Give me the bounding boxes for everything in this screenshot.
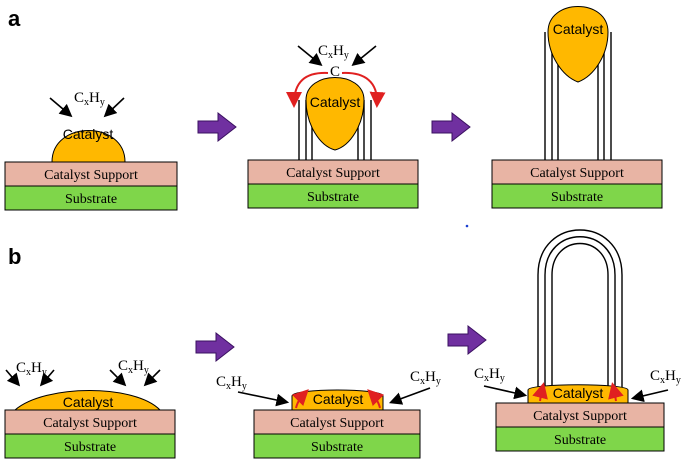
support-layer: [4, 161, 178, 187]
hydrocarbon-label-left: CxHy: [474, 366, 505, 384]
growth-arrow-left: [532, 382, 548, 402]
catalyst-film: [527, 384, 629, 404]
catalyst-particle: [305, 77, 365, 151]
support-label: Catalyst Support: [290, 416, 384, 431]
hydrocarbon-label-right: CxHy: [650, 368, 681, 386]
substrate-label: Substrate: [551, 190, 603, 205]
support-layer: [491, 159, 663, 185]
growth-arrow-left: [291, 389, 309, 409]
hydrocarbon-label-right: CxHy: [410, 369, 441, 387]
substrate-label: Substrate: [311, 440, 363, 455]
feed-arrow-right: [630, 389, 669, 403]
hydrocarbon-label-left: CxHy: [16, 360, 47, 378]
process-arrow-icon: [197, 111, 237, 143]
catalyst-film: [13, 390, 162, 411]
panel-letter-a: a: [8, 6, 21, 31]
substrate-layer: [495, 426, 665, 452]
process-arrow-icon: [447, 324, 487, 356]
panel-letter-b: b: [8, 244, 21, 269]
support-label: Catalyst Support: [530, 166, 624, 181]
substrate-layer: [491, 183, 663, 209]
feed-arrow-left-b: [39, 369, 55, 387]
nanotube-walls: [537, 229, 623, 388]
stage-a3: Catalyst Catalyst Support Substrate: [491, 6, 663, 209]
catalyst-label: Catalyst: [553, 385, 604, 401]
process-arrow-icon: [431, 111, 471, 143]
substrate-layer: [253, 433, 421, 459]
growth-arrow-right: [367, 389, 385, 409]
substrate-label: Substrate: [64, 440, 116, 455]
catalyst-label: Catalyst: [63, 394, 114, 410]
stage-b2: Catalyst CxHy CxHy Catalyst Support Subs…: [216, 369, 441, 459]
substrate-layer: [247, 183, 419, 209]
support-label: Catalyst Support: [533, 409, 627, 424]
substrate-label: Substrate: [554, 433, 606, 448]
feed-arrow-left: [237, 391, 290, 407]
support-label: Catalyst Support: [43, 416, 137, 431]
hydrocarbon-label-left: CxHy: [216, 374, 247, 392]
carbon-label: C: [330, 64, 340, 80]
stage-a1: Catalyst Catalyst Support Substrate CxHy: [4, 90, 178, 211]
feed-arrow-left-a: [5, 369, 21, 387]
support-label: Catalyst Support: [44, 168, 138, 183]
support-layer: [247, 159, 419, 185]
catalyst-particle: [547, 6, 609, 83]
feed-arrow-right-b: [143, 369, 161, 387]
catalyst-particle: [51, 130, 126, 163]
stray-dot: [465, 224, 469, 228]
support-layer: [495, 402, 665, 428]
stage-b3: Catalyst CxHy CxHy Catalyst Support Subs…: [474, 229, 681, 452]
catalyst-label: Catalyst: [310, 94, 361, 110]
substrate-layer: [4, 433, 176, 459]
hydrocarbon-label-right: CxHy: [118, 358, 149, 376]
stage-a2: Catalyst C CxHy Catalyst Support Substra…: [247, 43, 419, 209]
stage-b1: Catalyst Catalyst Support Substrate CxHy…: [4, 358, 176, 459]
substrate-layer: [4, 185, 178, 211]
catalyst-label: Catalyst: [63, 126, 114, 142]
catalyst-label: Catalyst: [313, 391, 364, 407]
carbon-diffusion-arrow-right: [341, 71, 386, 108]
substrate-label: Substrate: [65, 192, 117, 207]
support-layer: [253, 409, 421, 435]
feed-arrow-right-a: [109, 369, 127, 387]
feed-arrow-left: [49, 97, 73, 118]
feed-arrow-left: [483, 385, 528, 400]
feed-arrow-right: [388, 387, 431, 405]
carbon-diffusion-arrow-left: [286, 71, 329, 108]
growth-arrow-right: [608, 382, 624, 402]
substrate-label: Substrate: [307, 190, 359, 205]
support-label: Catalyst Support: [286, 166, 380, 181]
catalyst-label: Catalyst: [553, 21, 604, 37]
hydrocarbon-label: CxHy: [318, 43, 349, 61]
hydrocarbon-label: CxHy: [74, 90, 105, 108]
support-layer: [4, 409, 176, 435]
process-arrow-icon: [195, 331, 235, 363]
feed-arrow-right: [351, 45, 377, 67]
feed-arrow-left: [297, 45, 323, 67]
feed-arrow-right: [103, 97, 125, 118]
